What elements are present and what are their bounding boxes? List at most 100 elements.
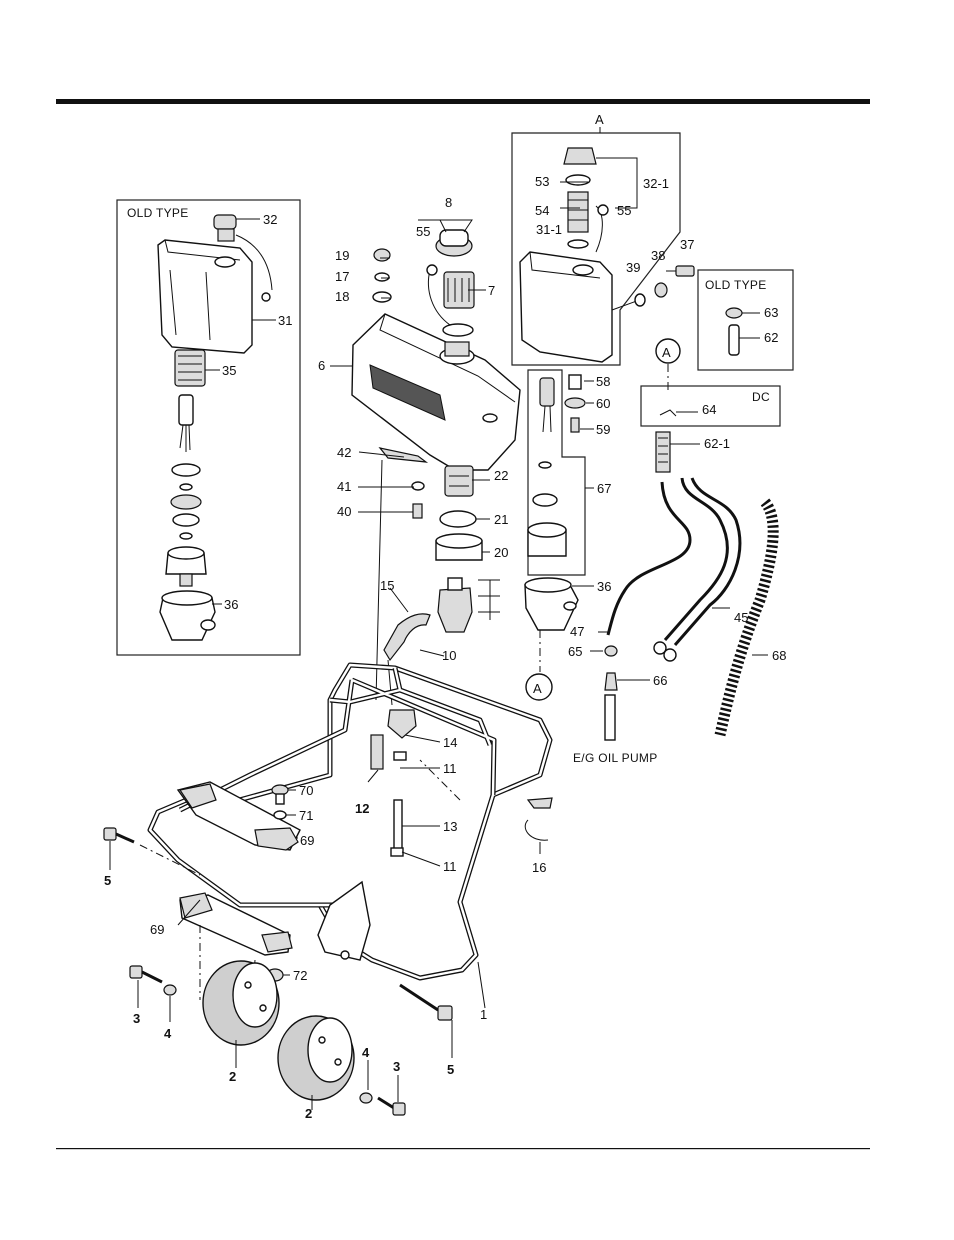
callout-63: 63	[764, 305, 778, 320]
callout-69-lower: 69	[150, 922, 164, 937]
circle-a-top-label: A	[662, 345, 671, 360]
callout-64: 64	[702, 402, 716, 417]
callout-32-1: 32-1	[643, 176, 669, 191]
rubber-mounts: 2 2	[203, 961, 354, 1121]
callout-37: 37	[680, 237, 694, 252]
callout-19: 19	[335, 248, 349, 263]
washer-17	[375, 273, 389, 281]
callout-4-right: 4	[362, 1045, 370, 1060]
old-fuel-filter	[175, 350, 205, 386]
clamp-65	[605, 646, 617, 656]
main-fuel-tank-group: 6 8 55 7 19 17 18 42 41 40 22 21 20 15 1…	[318, 195, 520, 874]
callout-5-right: 5	[447, 1062, 454, 1077]
bolt-3-right	[393, 1103, 405, 1115]
callout-3-right: 3	[393, 1059, 400, 1074]
callout-8: 8	[445, 195, 452, 210]
callout-15: 15	[380, 578, 394, 593]
footer-rule	[56, 1148, 870, 1149]
callout-16: 16	[532, 860, 546, 875]
callout-42: 42	[337, 445, 351, 460]
clamp-63	[726, 308, 742, 318]
callout-14: 14	[443, 735, 457, 750]
callout-72: 72	[293, 968, 307, 983]
fuel-valve	[438, 588, 472, 632]
callout-62-1: 62-1	[704, 436, 730, 451]
callout-58: 58	[596, 374, 610, 389]
old-type-right-label: OLD TYPE	[705, 278, 767, 292]
washer-71	[274, 811, 286, 819]
dc-label: DC	[752, 390, 770, 404]
cable-47	[608, 482, 690, 635]
callout-4-left: 4	[164, 1026, 172, 1041]
callout-38: 38	[651, 248, 665, 263]
callout-11-lower: 11	[443, 859, 457, 874]
callout-5-left: 5	[104, 873, 111, 888]
callout-35: 35	[222, 363, 236, 378]
callout-17: 17	[335, 269, 349, 284]
section-a-label: A	[595, 112, 604, 127]
washer-39	[635, 294, 645, 306]
screw-59	[571, 418, 579, 432]
joint-12	[371, 735, 383, 769]
callout-41: 41	[337, 479, 351, 494]
gasket-21	[440, 511, 476, 527]
frame-assembly: 70 71 69 72 69 1	[140, 665, 550, 1030]
callout-32: 32	[263, 212, 277, 227]
callout-53: 53	[535, 174, 549, 189]
bolt-3-left	[130, 966, 142, 978]
callout-22: 22	[494, 468, 508, 483]
dc-group: A DC 64 62-1	[641, 339, 780, 472]
bushing-58	[569, 375, 581, 389]
fuel-cap-32-1	[564, 148, 596, 164]
clip-16-group: 16	[525, 798, 552, 875]
callout-20: 20	[494, 545, 508, 560]
strainer-54	[568, 192, 588, 232]
clamp-11-upper	[394, 752, 406, 760]
callout-66: 66	[653, 673, 667, 688]
washer-18	[373, 292, 391, 302]
callout-3-left: 3	[133, 1011, 140, 1026]
callout-68: 68	[772, 648, 786, 663]
callout-54: 54	[535, 203, 549, 218]
bolt-5-right	[438, 1006, 452, 1020]
callout-60: 60	[596, 396, 610, 411]
callout-36-left: 36	[224, 597, 238, 612]
clamp-11-lower	[391, 848, 403, 856]
fuel-hose-10	[384, 614, 430, 660]
cable-group: 47 45	[570, 478, 748, 661]
callout-39: 39	[626, 260, 640, 275]
washer-4-right	[360, 1093, 372, 1103]
callout-6: 6	[318, 358, 325, 373]
old-type-left-label: OLD TYPE	[127, 206, 189, 220]
clip-64	[660, 410, 676, 416]
callout-21: 21	[494, 512, 508, 527]
callout-47: 47	[570, 624, 584, 639]
corrugated-hose-68: 68	[720, 502, 786, 735]
callout-2-left: 2	[229, 1069, 236, 1084]
fuel-tank-6	[352, 314, 520, 470]
section-a-panel: A 32-1 53 54 55 31-1	[512, 112, 680, 365]
old-type-right-panel: OLD TYPE 63 62	[698, 270, 793, 370]
callout-1: 1	[480, 1007, 487, 1022]
callout-7: 7	[488, 283, 495, 298]
hose-62	[729, 325, 739, 355]
nut-19	[374, 249, 390, 261]
callout-65: 65	[568, 644, 582, 659]
circle-a-bottom-label: A	[533, 681, 542, 696]
pipe-13	[394, 800, 402, 852]
bolt-5-left	[104, 828, 116, 840]
callout-59: 59	[596, 422, 610, 437]
callout-12: 12	[355, 801, 369, 816]
washer-4-left	[164, 985, 176, 995]
sender-unit	[540, 378, 554, 406]
fasteners-37-38-39: 37 38 39	[626, 237, 694, 306]
oil-pump-group: 65 66 E/G OIL PUMP	[568, 644, 667, 765]
fuel-tank-31-1	[520, 252, 612, 362]
callout-18: 18	[335, 289, 349, 304]
old-type-left-panel: OLD TYPE 32 31 35 36	[117, 200, 300, 655]
callout-70: 70	[299, 783, 313, 798]
nut-38	[655, 283, 667, 297]
joint-66	[605, 673, 617, 690]
callout-71: 71	[299, 808, 313, 823]
